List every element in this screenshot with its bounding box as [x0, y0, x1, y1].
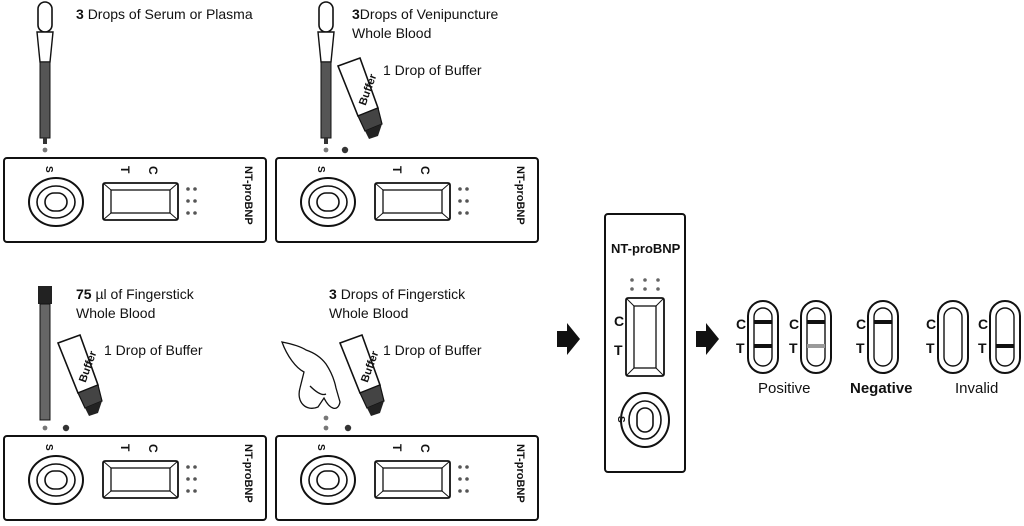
result-positive-strip-1: [747, 300, 779, 374]
step1-dropper: [36, 1, 54, 163]
step1-label: 3 Drops of Serum or Plasma: [76, 5, 253, 23]
cassette-t-mark-3: T: [118, 444, 132, 452]
inv2-c-mark: C: [978, 316, 989, 332]
inv1-c-mark: C: [926, 316, 937, 332]
cassette-s-mark-3: S: [43, 444, 54, 451]
cassette-t-mark-1: T: [118, 166, 132, 174]
result-negative-strip: [867, 300, 899, 374]
cassette-t-mark-2: T: [390, 166, 404, 174]
cassette-t-mark-4: T: [390, 444, 404, 452]
step3-count: 75: [76, 286, 92, 302]
step2-buffer-label: 1 Drop of Buffer: [383, 62, 482, 78]
cassette-s-mark-1: S: [43, 166, 54, 173]
step2-buffer-drop: [341, 146, 349, 154]
big-device-name: NT-proBNP: [611, 241, 681, 256]
step2-count: 3: [352, 6, 360, 22]
neg-t-mark: T: [856, 340, 865, 356]
step2-label: 3Drops of Venipuncture: [352, 5, 498, 23]
cassette-c-mark-1: C: [146, 166, 160, 175]
cassette-name-3: NT-proBNP: [242, 444, 254, 503]
pos1-c-mark: C: [736, 316, 747, 332]
result-positive-caption: Positive: [758, 380, 811, 397]
step1-count: 3: [76, 6, 84, 22]
inv2-t-mark: T: [978, 340, 987, 356]
cassette-s-mark-4: S: [315, 444, 326, 451]
step1-text: Drops of Serum or Plasma: [87, 6, 253, 22]
big-device-c-mark: C: [614, 313, 625, 329]
arrow-right-icon: [557, 323, 580, 355]
cassette-c-mark-3: C: [146, 444, 160, 453]
step4-finger-hand: [281, 341, 341, 431]
step4-line2: Whole Blood: [329, 305, 409, 321]
cassette-c-mark-4: C: [418, 444, 432, 453]
result-negative-caption: Negative: [850, 380, 913, 397]
step3-text: µl of Fingerstick: [95, 286, 194, 302]
result-invalid-strip-1: [937, 300, 969, 374]
step4-label: 3 Drops of Fingerstick: [329, 285, 465, 303]
step4-text: Drops of Fingerstick: [340, 286, 466, 302]
pos2-t-mark: T: [789, 340, 798, 356]
pos2-c-mark: C: [789, 316, 800, 332]
step2-dropper: [317, 1, 335, 163]
step4-buffer-label: 1 Drop of Buffer: [383, 342, 482, 358]
result-invalid-caption: Invalid: [955, 380, 999, 397]
step4-count: 3: [329, 286, 337, 302]
cassette-s-mark-2: S: [315, 166, 326, 173]
step3-capillary: [38, 286, 52, 441]
step2-line2: Whole Blood: [352, 25, 432, 41]
step3-buffer-drop: [62, 424, 70, 432]
arrow-right-icon: [696, 323, 719, 355]
cassette-name-1: NT-proBNP: [242, 166, 254, 225]
big-device-s-mark: S: [615, 416, 626, 423]
cassette-name-2: NT-proBNP: [514, 166, 526, 225]
step3-line2: Whole Blood: [76, 305, 156, 321]
step3-buffer-label: 1 Drop of Buffer: [104, 342, 203, 358]
step4-buffer-drop: [344, 424, 352, 432]
big-device-t-mark: T: [614, 342, 623, 358]
inv1-t-mark: T: [926, 340, 935, 356]
device-vertical: [604, 213, 686, 473]
cassette-name-4: NT-proBNP: [514, 444, 526, 503]
step3-label: 75 µl of Fingerstick: [76, 285, 194, 303]
neg-c-mark: C: [856, 316, 867, 332]
pos1-t-mark: T: [736, 340, 745, 356]
cassette-c-mark-2: C: [418, 166, 432, 175]
result-positive-strip-2: [800, 300, 832, 374]
step2-text: Drops of Venipuncture: [359, 6, 499, 22]
result-invalid-strip-2: [989, 300, 1021, 374]
